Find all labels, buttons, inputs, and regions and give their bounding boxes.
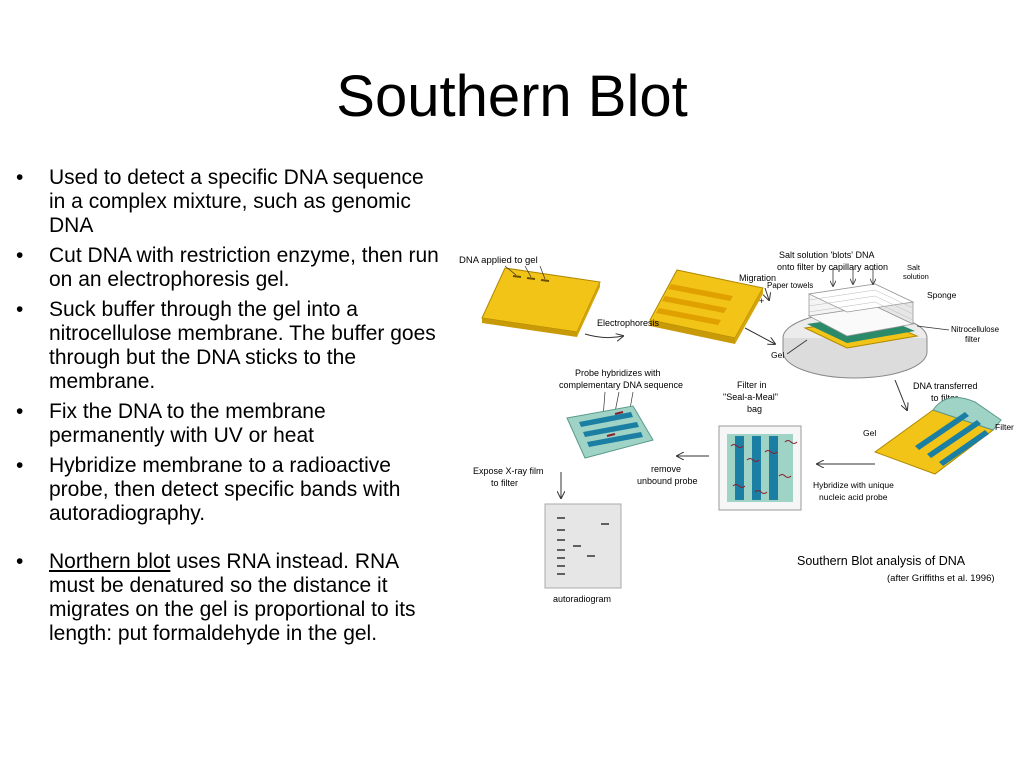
bullet-icon: • [16,400,24,423]
bullet-item: • Fix the DNA to the membrane permanently… [12,400,442,448]
label-plus: + [759,296,764,306]
southern-blot-diagram: DNA applied to gel Electrophoresis Migra… [459,250,1014,604]
bullet-icon: • [16,244,24,267]
bullet-text: Cut DNA with restriction enzyme, then ru… [49,244,439,291]
bullet-icon: • [16,454,24,477]
arrow-1 [584,334,623,338]
bullet-text: Used to detect a specific DNA sequence i… [49,166,424,237]
label-salt-1: Salt [907,263,921,272]
bullet-text: Fix the DNA to the membrane permanently … [49,400,326,447]
label-remove-1: remove [651,464,681,474]
bullet-icon: • [16,550,24,573]
label-salt-solution-2: onto filter by capillary action [777,262,888,272]
seal-a-meal-bag [718,425,802,511]
label-salt-solution-1: Salt solution 'blots' DNA [779,250,874,260]
label-expose-2: to filter [491,478,518,488]
slide-title: Southern Blot [336,64,688,129]
label-filter-in-2: "Seal-a-Meal" [723,392,778,402]
gel-slab-1 [481,267,601,337]
label-filter-in-3: bag [747,404,762,414]
label-hybridize-1: Hybridize with unique [813,480,894,490]
diagram-caption: Southern Blot analysis of DNA [797,554,966,568]
label-remove-2: unbound probe [637,476,698,486]
gel-slab-2 [649,269,764,344]
label-migration: Migration [739,273,776,283]
bullet-item: • Hybridize membrane to a radioactive pro… [12,454,442,526]
probed-filter [566,405,654,459]
bullet-item: • Used to detect a specific DNA sequence … [12,166,442,238]
label-gel-left: Gel [771,350,784,360]
label-probe-1: Probe hybridizes with [575,368,661,378]
label-probe-2: complementary DNA sequence [559,380,683,390]
label-nitrocellulose-2: filter [965,335,980,344]
label-gel-right: Gel [863,428,876,438]
gel-peeling-filter [873,397,1002,475]
diagram-citation: (after Griffiths et al. 1996) [887,573,995,584]
label-expose-1: Expose X-ray film [473,466,544,476]
bullet-icon: • [16,166,24,189]
label-filter-in-1: Filter in [737,380,767,390]
bullet-icon: • [16,298,24,321]
bullet-item: • Suck buffer through the gel into a nitr… [12,298,442,394]
northern-blot-link: Northern blot [49,550,171,573]
label-filter: Filter [995,422,1014,432]
label-nitrocellulose-1: Nitrocellulose [951,325,1000,334]
label-electrophoresis: Electrophoresis [597,318,660,328]
label-salt-2: solution [903,272,929,281]
bullet-list: • Used to detect a specific DNA sequence … [12,166,442,652]
bullet-text: uses RNA instead. RNA must be denatured … [49,550,416,645]
bullet-item: • Northern blot uses RNA instead. RNA mus… [12,550,442,646]
bullet-text: Suck buffer through the gel into a nitro… [49,298,436,393]
label-transferred-2: to filter [931,393,958,403]
bullet-text: Hybridize membrane to a radioactive prob… [49,454,401,525]
label-dna-applied: DNA applied to gel [459,255,538,266]
autoradiogram-film [544,503,622,589]
label-hybridize-2: nucleic acid probe [819,492,888,502]
label-paper-towels: Paper towels [767,281,813,290]
bullet-item: • Cut DNA with restriction enzyme, then r… [12,244,442,292]
label-autoradiogram: autoradiogram [553,594,611,604]
label-sponge: Sponge [927,290,957,300]
blot-apparatus [782,266,928,379]
label-transferred-1: DNA transferred [913,381,978,391]
